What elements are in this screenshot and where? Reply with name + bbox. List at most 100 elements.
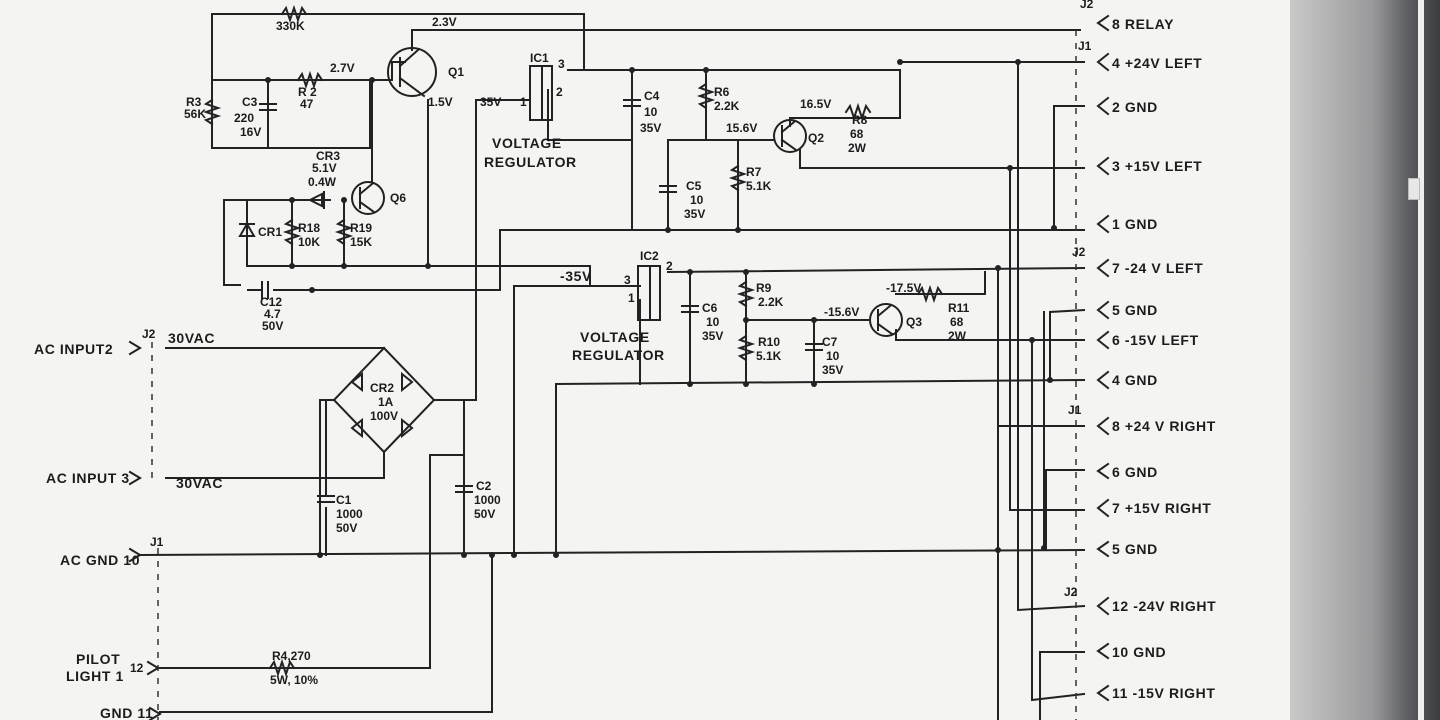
output-label-15v-left: 3 +15V LEFT bbox=[1112, 158, 1202, 174]
transistor-q2 bbox=[773, 119, 807, 153]
bezel-light-strip bbox=[1418, 0, 1424, 720]
connector-j2-c: J2 bbox=[1064, 585, 1078, 599]
r3-value: 56K bbox=[184, 107, 206, 121]
resistor-r3 bbox=[202, 98, 222, 126]
transistor-q1 bbox=[387, 47, 437, 98]
vr2-label-b: REGULATOR bbox=[572, 347, 665, 363]
bezel-tab bbox=[1408, 178, 1420, 200]
r10-name: R10 bbox=[758, 335, 780, 349]
c2-value1: 1000 bbox=[474, 493, 501, 507]
resistor-r11 bbox=[916, 284, 944, 304]
voltage-1-5: 1.5V bbox=[428, 95, 453, 109]
c4-name: C4 bbox=[644, 89, 660, 103]
capacitor-c12 bbox=[261, 281, 269, 299]
ic1-label: IC1 bbox=[530, 51, 549, 65]
cr2-value2: 100V bbox=[370, 409, 398, 423]
c2-value2: 50V bbox=[474, 507, 495, 521]
ic2-pin3: 3 bbox=[624, 273, 631, 287]
ac-input2-voltage: 30VAC bbox=[168, 330, 215, 346]
r7-value: 5.1K bbox=[746, 179, 772, 193]
cr2-name: CR2 bbox=[370, 381, 394, 395]
r4-value: 5W, 10% bbox=[270, 673, 318, 687]
output-labels: 8 RELAY 4 +24V LEFT 2 GND 3 +15V LEFT 1 … bbox=[1112, 16, 1216, 701]
r8-value1: 68 bbox=[850, 127, 864, 141]
capacitor-c4 bbox=[623, 99, 641, 107]
ic1-pin2: 2 bbox=[556, 85, 563, 99]
c3-value2: 16V bbox=[240, 125, 261, 139]
capacitor-c1 bbox=[317, 495, 335, 503]
c12-name: C12 bbox=[260, 295, 282, 309]
connector-j1-a: J1 bbox=[1078, 39, 1092, 53]
resistor-r19 bbox=[334, 218, 354, 246]
output-label-24v-right: 8 +24 V RIGHT bbox=[1112, 418, 1216, 434]
c1-value1: 1000 bbox=[336, 507, 363, 521]
output-label-gnd-10: 10 GND bbox=[1112, 644, 1166, 660]
c1-value2: 50V bbox=[336, 521, 357, 535]
resistor-r6 bbox=[696, 82, 716, 110]
input-labels: AC INPUT2 30VAC AC INPUT 3 30VAC AC GND … bbox=[34, 330, 223, 720]
r7-name: R7 bbox=[746, 165, 762, 179]
ac-input3-label: AC INPUT 3 bbox=[46, 470, 130, 486]
resistor-r7 bbox=[728, 164, 748, 192]
pilot-pin: 12 bbox=[130, 661, 144, 675]
output-label-gnd-5b: 5 GND bbox=[1112, 541, 1158, 557]
c7-value1: 10 bbox=[826, 349, 840, 363]
r18-value: 10K bbox=[298, 235, 320, 249]
resistor-r9 bbox=[736, 280, 756, 308]
cr1-label: CR1 bbox=[258, 225, 282, 239]
cr2-value1: 1A bbox=[378, 395, 394, 409]
output-label-m24v-left: 7 -24 V LEFT bbox=[1112, 260, 1203, 276]
c3-value1: 220 bbox=[234, 111, 254, 125]
c12-value2: 50V bbox=[262, 319, 283, 333]
r11-name: R11 bbox=[948, 301, 970, 315]
c6-value2: 35V bbox=[702, 329, 723, 343]
output-label-gnd-1: 1 GND bbox=[1112, 216, 1158, 232]
capacitor-c6 bbox=[681, 305, 699, 313]
c1-name: C1 bbox=[336, 493, 352, 507]
voltage-m15-6: -15.6V bbox=[824, 305, 859, 319]
c4-value1: 10 bbox=[644, 105, 658, 119]
c5-name: C5 bbox=[686, 179, 702, 193]
c7-name: C7 bbox=[822, 335, 838, 349]
ic2-label: IC2 bbox=[640, 249, 659, 263]
pilot-label-line2: LIGHT 1 bbox=[66, 668, 124, 684]
resistor-r1 bbox=[280, 4, 308, 24]
ic2-pin2: 2 bbox=[666, 259, 673, 273]
ic2-pin1: 1 bbox=[628, 291, 635, 305]
r4-name: R4,270 bbox=[272, 649, 311, 663]
r3-name: R3 bbox=[186, 95, 202, 109]
r2-name: R 2 bbox=[298, 85, 317, 99]
output-label-gnd-2: 2 GND bbox=[1112, 99, 1158, 115]
component-symbols bbox=[128, 4, 1110, 720]
ic1-pin3: 3 bbox=[558, 57, 565, 71]
monitor-bezel bbox=[1290, 0, 1440, 720]
r9-value: 2.2K bbox=[758, 295, 784, 309]
resistor-r4 bbox=[268, 658, 296, 678]
voltage-16-5: 16.5V bbox=[800, 97, 831, 111]
transistor-q3 bbox=[869, 303, 903, 337]
r19-value: 15K bbox=[350, 235, 372, 249]
ac-input3-voltage: 30VAC bbox=[176, 475, 223, 491]
ac-gnd-label: AC GND 10 bbox=[60, 552, 140, 568]
connector-j1-ac: J1 bbox=[150, 535, 164, 549]
output-label-gnd-6: 6 GND bbox=[1112, 464, 1158, 480]
connector-j1-b: J1 bbox=[1068, 403, 1082, 417]
cr3-value1: 5.1V bbox=[312, 161, 337, 175]
r19-name: R19 bbox=[350, 221, 372, 235]
output-label-m15v-right: 11 -15V RIGHT bbox=[1112, 685, 1216, 701]
capacitor-c5 bbox=[659, 185, 677, 193]
output-label-24v-left: 4 +24V LEFT bbox=[1112, 55, 1202, 71]
regulator-ic1-inner bbox=[541, 65, 553, 121]
r11-value2: 2W bbox=[948, 329, 967, 343]
output-label-m15v-left: 6 -15V LEFT bbox=[1112, 332, 1199, 348]
capacitor-c2 bbox=[455, 485, 473, 493]
gnd11-label: GND 11 bbox=[100, 705, 153, 720]
r6-value: 2.2K bbox=[714, 99, 740, 113]
voltage-2-7: 2.7V bbox=[330, 61, 355, 75]
c5-value1: 10 bbox=[690, 193, 704, 207]
output-label-15v-right: 7 +15V RIGHT bbox=[1112, 500, 1211, 516]
schematic-sheet bbox=[0, 0, 1290, 720]
ac-input2-label: AC INPUT2 bbox=[34, 341, 113, 357]
connector-j2-b: J2 bbox=[1072, 245, 1086, 259]
